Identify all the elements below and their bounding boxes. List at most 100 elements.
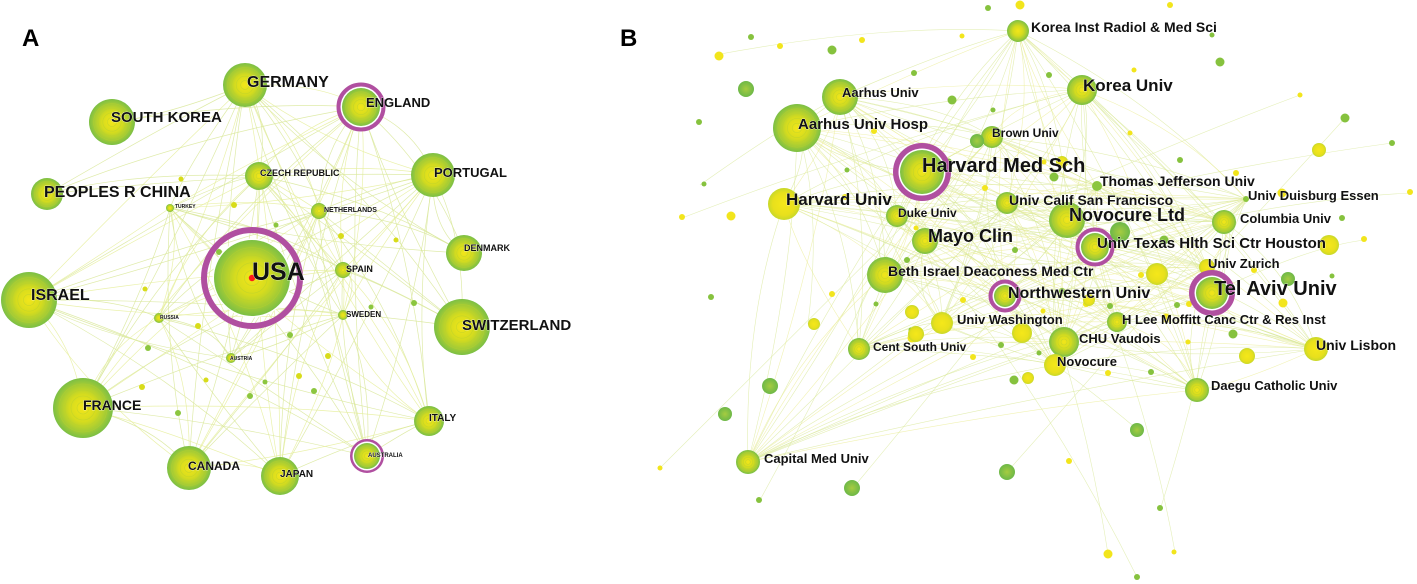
minor-node <box>1297 92 1303 98</box>
panel-a-letter: A <box>22 25 39 52</box>
node-harvard_univ <box>768 188 800 220</box>
label-harvard-univ: Harvard Univ <box>786 190 892 209</box>
label-ut-houston: Univ Texas Hlth Sci Ctr Houston <box>1097 235 1326 252</box>
node-aarhus_hosp <box>773 104 821 152</box>
panel-a-nodes <box>1 63 490 495</box>
minor-node <box>1251 267 1257 273</box>
minor-node <box>247 393 253 399</box>
minor-node <box>1159 235 1169 245</box>
label-mayo: Mayo Clin <box>928 226 1013 246</box>
minor-node <box>1130 423 1144 437</box>
minor-node <box>1105 370 1111 376</box>
label-lisbon: Univ Lisbon <box>1316 337 1396 353</box>
node-israel <box>1 272 57 328</box>
minor-node <box>1049 172 1059 182</box>
minor-node <box>1157 505 1163 511</box>
minor-node <box>970 134 984 148</box>
label-spain: SPAIN <box>346 264 373 274</box>
label-zurich: Univ Zurich <box>1208 256 1280 271</box>
minor-node <box>1131 67 1137 73</box>
minor-node <box>748 34 754 40</box>
minor-node <box>1319 235 1339 255</box>
minor-node <box>203 377 209 383</box>
node-brown <box>981 126 1003 148</box>
minor-node <box>145 345 151 351</box>
label-columbia: Columbia Univ <box>1240 211 1332 226</box>
label-northwestern: Northwestern Univ <box>1008 285 1150 302</box>
minor-node <box>1171 549 1177 555</box>
label-australia: AUSTRALIA <box>368 453 403 459</box>
minor-node <box>1107 303 1113 309</box>
node-harvard_med <box>893 143 951 201</box>
panel-b-labels: Korea Inst Radiol & Med Sci Aarhus Univ … <box>764 19 1397 467</box>
minor-node <box>325 353 331 359</box>
minor-node <box>998 342 1004 348</box>
label-duke: Duke Univ <box>898 206 957 220</box>
minor-node <box>1329 273 1335 279</box>
label-portugal: PORTUGAL <box>434 165 507 180</box>
label-denmark: DENMARK <box>464 243 510 253</box>
node-ucsf <box>996 192 1018 214</box>
minor-node <box>1015 0 1025 10</box>
minor-node <box>1185 339 1191 345</box>
node-mayo <box>912 228 938 254</box>
minor-node <box>1389 140 1395 146</box>
label-canada: CANADA <box>188 459 240 473</box>
node-czech <box>245 162 273 190</box>
node-korea_inst <box>1007 20 1029 42</box>
minor-node <box>1040 308 1046 314</box>
node-sweden <box>338 310 348 320</box>
node-thomas_jefferson <box>1092 181 1102 191</box>
panel-b-nodes <box>718 20 1339 496</box>
panel-b-letter: B <box>620 25 637 52</box>
label-france: FRANCE <box>83 397 141 413</box>
label-netherlands: NETHERLANDS <box>324 207 377 214</box>
minor-node <box>960 297 966 303</box>
minor-node <box>1209 32 1215 38</box>
minor-node <box>1056 156 1068 168</box>
minor-node <box>1046 72 1052 78</box>
label-switzerland: SWITZERLAND <box>462 317 571 334</box>
minor-node <box>756 497 762 503</box>
panel-a-country-network: A USA GERMANY ENGLAND SOUTH KOREA CZECH … <box>1 25 572 495</box>
minor-node <box>873 301 879 307</box>
minor-node <box>1339 215 1345 221</box>
node-capital <box>736 450 760 474</box>
minor-node <box>1022 372 1034 384</box>
minor-node <box>1361 236 1367 242</box>
label-italy: ITALY <box>429 413 457 424</box>
node-netherlands <box>311 203 327 219</box>
node-cent_south <box>848 338 870 360</box>
minor-node <box>657 465 663 471</box>
node-duke <box>886 205 908 227</box>
label-aarhus-hosp: Aarhus Univ Hosp <box>798 116 928 133</box>
node-korea_univ <box>1067 75 1097 105</box>
minor-node <box>1059 288 1065 294</box>
node-northwestern <box>988 279 1022 313</box>
panel-b-edges <box>659 29 1411 578</box>
label-capital: Capital Med Univ <box>764 451 870 466</box>
node-england <box>336 82 386 132</box>
minor-node <box>696 119 702 125</box>
minor-node <box>827 45 837 55</box>
minor-node <box>679 214 685 220</box>
minor-node <box>1103 549 1113 559</box>
minor-node <box>1134 574 1140 580</box>
node-south_korea <box>89 99 135 145</box>
minor-node <box>762 378 778 394</box>
minor-node <box>139 384 145 390</box>
minor-node <box>959 33 965 39</box>
minor-node <box>1127 130 1133 136</box>
minor-node <box>1066 458 1072 464</box>
minor-node <box>1110 222 1130 242</box>
minor-node <box>1138 272 1144 278</box>
minor-node <box>714 51 724 61</box>
node-columbia <box>1212 210 1236 234</box>
node-daegu <box>1185 378 1209 402</box>
minor-node <box>1281 272 1295 286</box>
minor-node <box>911 70 917 76</box>
node-lisbon <box>1304 337 1328 361</box>
label-england: ENGLAND <box>366 95 430 110</box>
minor-node <box>1083 294 1095 306</box>
